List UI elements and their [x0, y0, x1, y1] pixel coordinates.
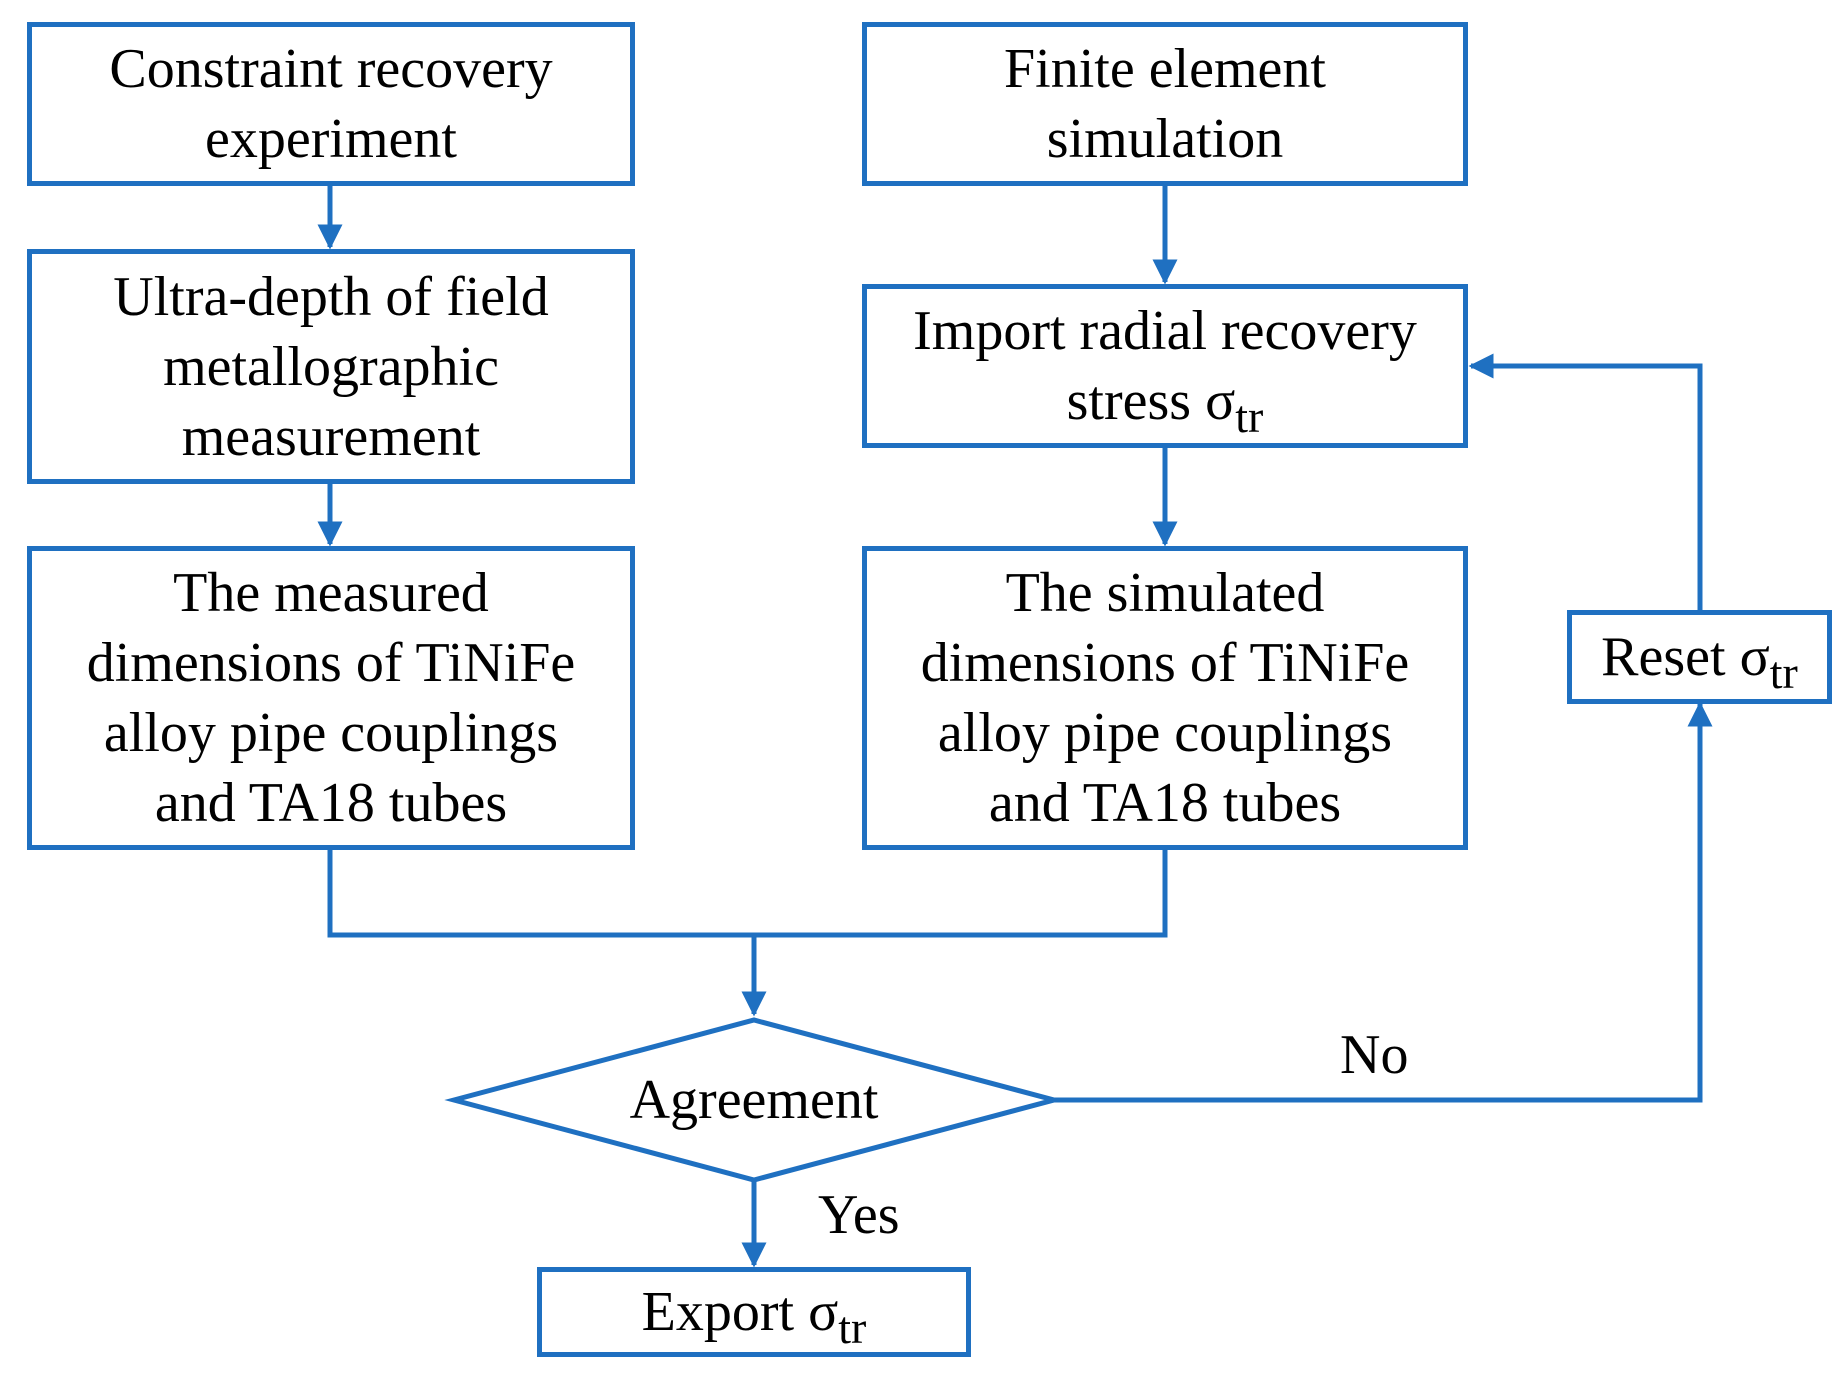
measured-dimensions-line-4: and TA18 tubes — [154, 772, 508, 834]
constraint-experiment-line-2: experiment — [205, 108, 457, 170]
reset-label: Reset σtr — [1601, 622, 1798, 695]
import-stress-line-2: stress σtr — [913, 366, 1417, 439]
ultra-depth-line-2: metallographic — [163, 335, 499, 398]
edge-label-no: No — [1340, 1024, 1409, 1086]
agreement-label: Agreement — [629, 1069, 879, 1131]
reset-subscript: tr — [1769, 646, 1798, 698]
fe-simulation-line-2: simulation — [1046, 108, 1284, 170]
fe-simulation-line-1: Finite element — [1004, 38, 1326, 100]
measured-dimensions-line-3: alloy pipe couplings — [103, 702, 559, 764]
export-subscript: tr — [838, 1301, 867, 1353]
import-stress-line-1: Import radial recovery — [913, 300, 1417, 362]
ultra-depth-box: Ultra-depth of field metallographic meas… — [27, 249, 635, 484]
reset-box: Reset σtr — [1567, 610, 1832, 704]
measured-dimensions-box: The measured dimensions of TiNiFe alloy … — [27, 546, 635, 850]
ultra-depth-line-3: measurement — [181, 405, 481, 468]
export-box: Export σtr — [537, 1267, 971, 1357]
edge-label-yes: Yes — [818, 1184, 900, 1246]
import-stress-prefix: stress σ — [1066, 370, 1236, 432]
export-prefix: Export σ — [641, 1281, 839, 1343]
arrow-reset-to-import — [1468, 353, 1703, 610]
import-stress-subscript: tr — [1235, 390, 1264, 442]
simulated-dimensions-line-2: dimensions of TiNiFe — [920, 632, 1410, 694]
constraint-experiment-line-1: Constraint recovery — [109, 38, 553, 100]
import-stress-box: Import radial recovery stress σtr — [862, 284, 1468, 448]
export-label: Export σtr — [641, 1277, 867, 1350]
arrow-agreement-no-to-reset — [1054, 701, 1713, 1103]
ultra-depth-line-1: Ultra-depth of field — [113, 265, 549, 328]
fe-simulation-box: Finite element simulation — [862, 22, 1468, 186]
constraint-experiment-box: Constraint recovery experiment — [27, 22, 635, 186]
reset-prefix: Reset σ — [1601, 626, 1770, 688]
simulated-dimensions-box: The simulated dimensions of TiNiFe alloy… — [862, 546, 1468, 850]
merge-connector — [327, 850, 1168, 938]
measured-dimensions-line-1: The measured — [173, 562, 489, 624]
simulated-dimensions-line-1: The simulated — [1005, 562, 1325, 624]
simulated-dimensions-line-3: alloy pipe couplings — [937, 702, 1393, 764]
measured-dimensions-line-2: dimensions of TiNiFe — [86, 632, 576, 694]
simulated-dimensions-line-4: and TA18 tubes — [988, 772, 1342, 834]
agreement-decision-diamond — [444, 1017, 1064, 1183]
